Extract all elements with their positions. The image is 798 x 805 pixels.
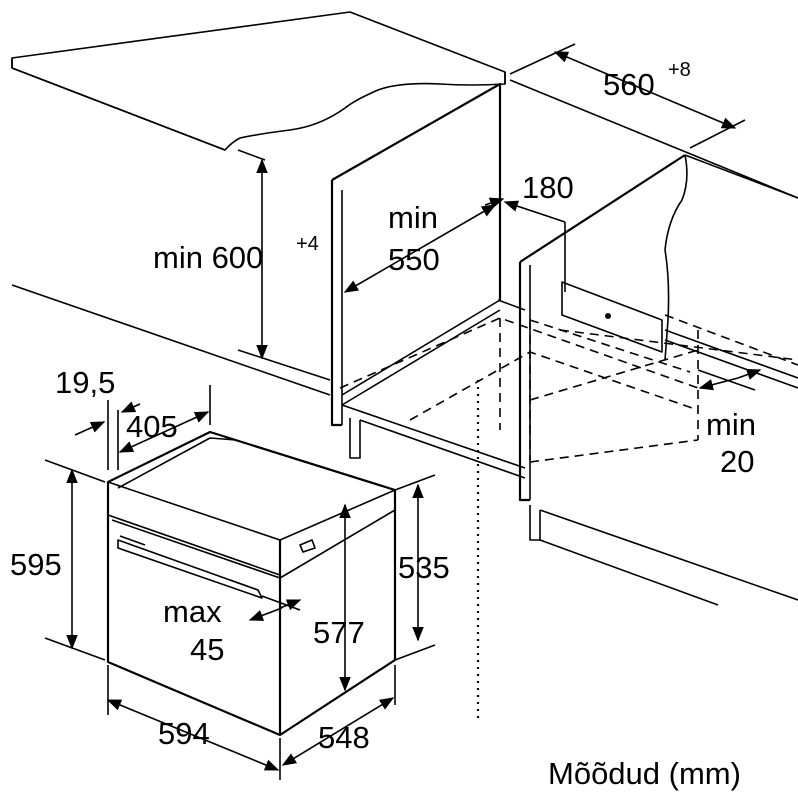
dim-lines bbox=[44, 43, 762, 780]
label-min-20-line1: min bbox=[706, 407, 756, 442]
label-depth-niche-tolerance: +8 bbox=[668, 59, 691, 81]
label-vent-180: 180 bbox=[522, 170, 574, 205]
label-dim-535: 535 bbox=[398, 550, 450, 585]
label-min-20-line2: 20 bbox=[720, 444, 754, 479]
floor-line-left bbox=[11, 284, 331, 396]
worktop bbox=[11, 11, 506, 151]
oven bbox=[106, 430, 397, 737]
label-min-600: min 600 bbox=[153, 240, 263, 275]
label-min-600-tolerance: +4 bbox=[296, 233, 319, 255]
label-offset-19-5: 19,5 bbox=[55, 365, 115, 400]
left-cabinet bbox=[330, 82, 526, 479]
oven-handle bbox=[117, 539, 263, 599]
right-cabinet bbox=[518, 154, 798, 606]
label-depth-niche: 560 bbox=[603, 67, 655, 102]
vent-cutout bbox=[561, 281, 663, 353]
label-max-45-line1: max bbox=[163, 594, 222, 629]
niche-hidden-lines bbox=[339, 314, 798, 720]
label-units: Mõõdud (mm) bbox=[548, 756, 741, 791]
label-max-45-line2: 45 bbox=[190, 632, 224, 667]
label-dim-595: 595 bbox=[10, 547, 62, 582]
label-dim-577: 577 bbox=[313, 615, 365, 650]
label-dim-405: 405 bbox=[126, 409, 178, 444]
label-dim-594: 594 bbox=[158, 716, 210, 751]
label-dim-548: 548 bbox=[318, 720, 370, 755]
label-min-550-line1: min bbox=[388, 200, 438, 235]
label-min-550-line2: 550 bbox=[388, 242, 440, 277]
